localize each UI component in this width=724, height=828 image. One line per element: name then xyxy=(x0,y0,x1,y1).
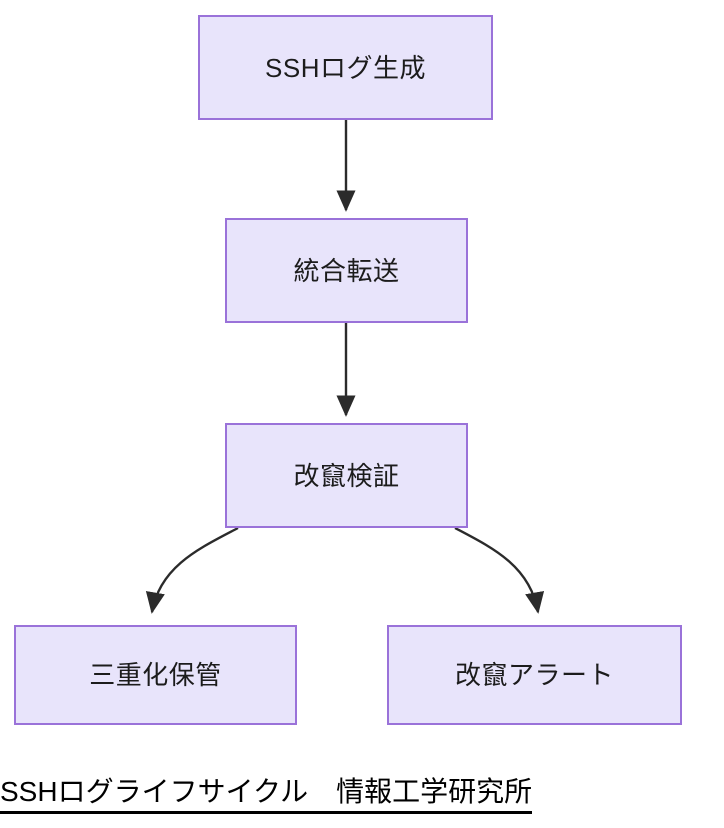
node-triplicated-storage[interactable]: 三重化保管 xyxy=(14,625,297,725)
node-ssh-log-generation[interactable]: SSHログ生成 xyxy=(198,15,493,120)
node-label: 改竄アラート xyxy=(454,660,614,690)
node-label: 統合転送 xyxy=(293,255,400,286)
node-label: 三重化保管 xyxy=(89,660,222,690)
node-label: 改竄検証 xyxy=(293,460,400,491)
node-label: SSHログ生成 xyxy=(265,52,426,83)
diagram-caption: SSHログライフサイクル 情報工学研究所 xyxy=(0,775,724,814)
node-tamper-alert[interactable]: 改竄アラート xyxy=(387,625,682,725)
caption-text: SSHログライフサイクル 情報工学研究所 xyxy=(0,775,533,814)
edge-verify-to-alert xyxy=(454,526,545,614)
node-tamper-verification[interactable]: 改竄検証 xyxy=(225,423,468,528)
node-integrated-forwarding[interactable]: 統合転送 xyxy=(225,218,468,323)
edge-verify-to-storage xyxy=(145,526,239,614)
